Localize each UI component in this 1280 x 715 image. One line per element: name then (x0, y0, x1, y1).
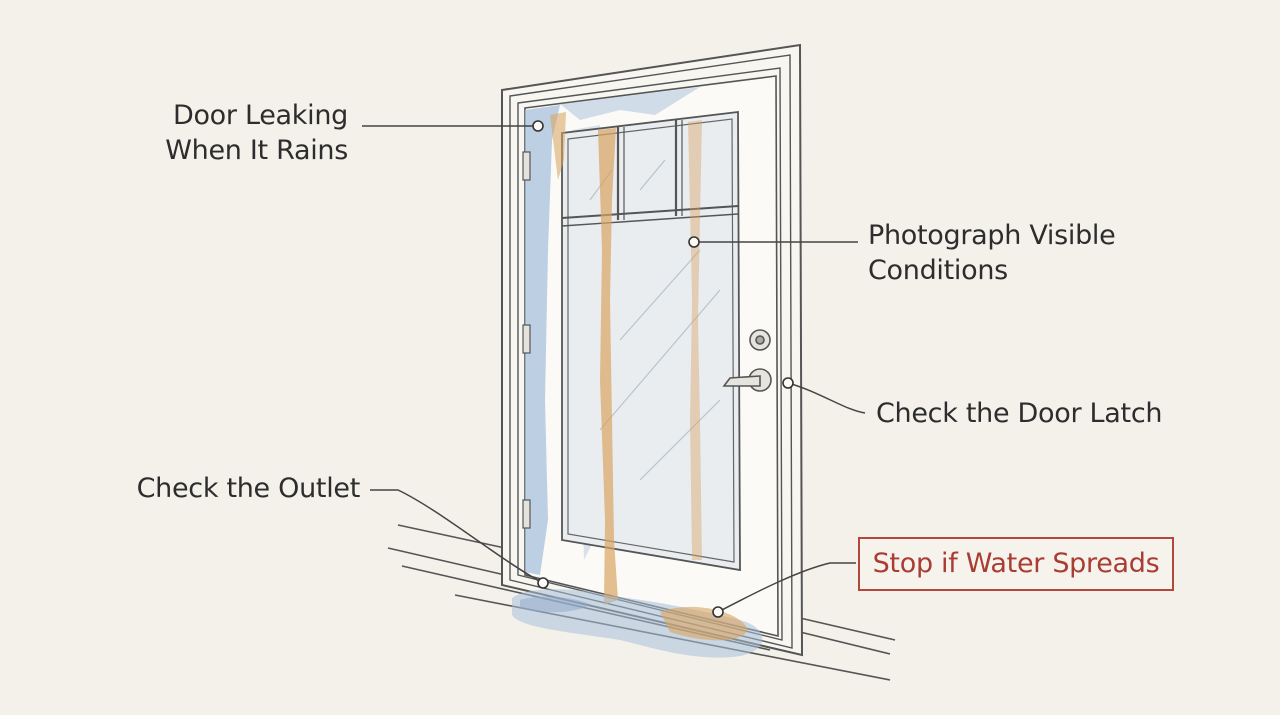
label-photograph-line1: Photograph Visible (868, 220, 1116, 251)
label-door-leaking-line2: When It Rains (165, 135, 348, 166)
callout-lines (362, 125, 866, 613)
water-puddle (512, 589, 763, 658)
callout-dots (532, 120, 794, 618)
label-door-leaking-line1: Door Leaking (172, 100, 348, 131)
label-stop-warning: Stop if Water Spreads (858, 537, 1174, 591)
label-photograph-line2: Conditions (868, 255, 1008, 286)
label-check-latch: Check the Door Latch (876, 398, 1163, 429)
door-window (561, 110, 741, 572)
label-check-outlet: Check the Outlet (136, 473, 361, 504)
door-hinges (522, 151, 531, 529)
label-photograph: Photograph Visible Conditions (868, 218, 1116, 288)
door-hardware (722, 329, 772, 392)
label-door-leaking: Door Leaking When It Rains (165, 98, 348, 168)
rust-stains (550, 112, 702, 605)
